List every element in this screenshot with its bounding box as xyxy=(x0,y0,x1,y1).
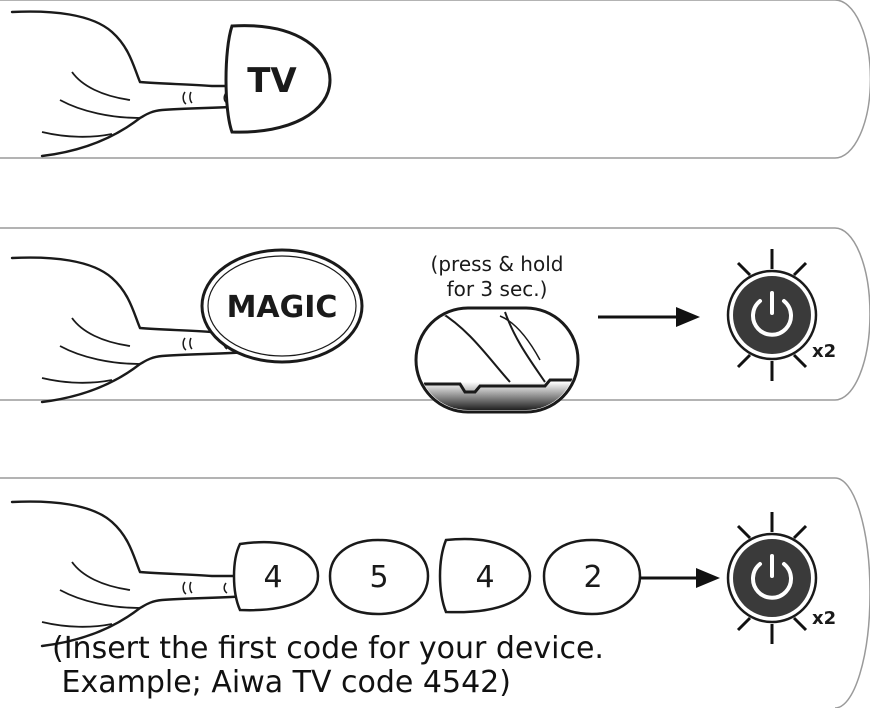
digit-button-3[interactable] xyxy=(438,537,532,614)
hand-pressing-icon xyxy=(10,500,259,648)
blink-count-label: x2 xyxy=(812,608,836,629)
step1-panel: TV xyxy=(0,0,870,159)
magic-button[interactable] xyxy=(200,248,364,364)
digit-button-4-label: 2 xyxy=(583,560,602,595)
arrow-right-icon xyxy=(598,307,700,327)
power-led-icon xyxy=(726,269,818,361)
press-hold-illustration xyxy=(414,306,580,414)
duration-text: for 3 sec.) xyxy=(447,277,548,301)
power-led-icon xyxy=(726,532,818,624)
step3-panel: 4 5 4 2 x2 xyxy=(0,477,870,708)
hand-pressing-icon xyxy=(10,10,259,158)
instruction-caption: (Insert the first code for your device. … xyxy=(52,632,692,700)
tv-button-label: TV xyxy=(247,61,297,101)
tv-button[interactable] xyxy=(224,24,332,134)
digit-button-2-label: 5 xyxy=(369,560,388,595)
press-hold-text: (press & hold xyxy=(431,252,564,276)
blink-count-label: x2 xyxy=(812,341,836,362)
digit-button-1-label: 4 xyxy=(263,560,282,595)
magic-button-label: MAGIC xyxy=(227,290,338,325)
step2-panel: MAGIC (press & hold for 3 sec.) x2 xyxy=(0,227,870,414)
digit-button-1[interactable] xyxy=(232,540,320,612)
digit-button-3-label: 4 xyxy=(475,560,494,595)
digit-button-4[interactable] xyxy=(542,538,642,616)
digit-button-2[interactable] xyxy=(328,538,430,616)
caption-line-1: (Insert the first code for your device. xyxy=(52,631,604,666)
caption-line-2: Example; Aiwa TV code 4542) xyxy=(52,665,511,700)
arrow-right-icon xyxy=(640,568,720,588)
